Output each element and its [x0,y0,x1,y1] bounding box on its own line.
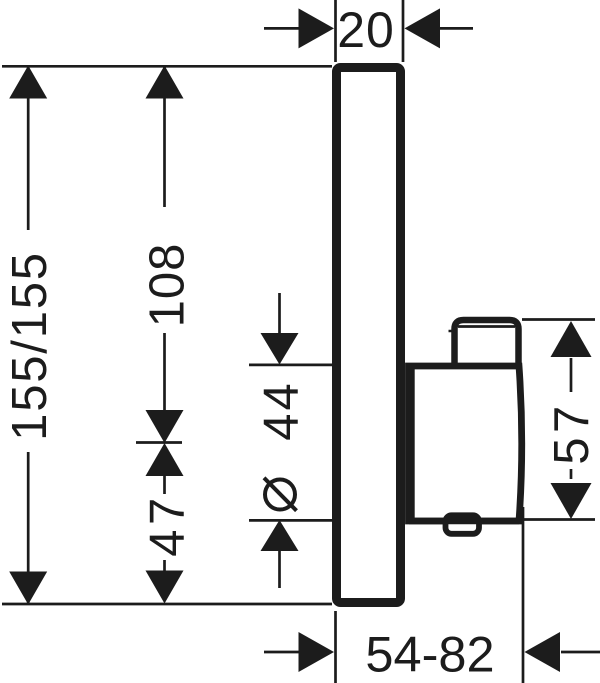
svg-text:57: 57 [545,401,599,465]
svg-text:155/155: 155/155 [3,251,57,441]
svg-text:47: 47 [141,493,195,557]
svg-text:108: 108 [141,243,195,328]
svg-text:20: 20 [337,2,395,58]
svg-text:44: 44 [255,380,309,441]
svg-text:54-82: 54-82 [365,626,494,683]
